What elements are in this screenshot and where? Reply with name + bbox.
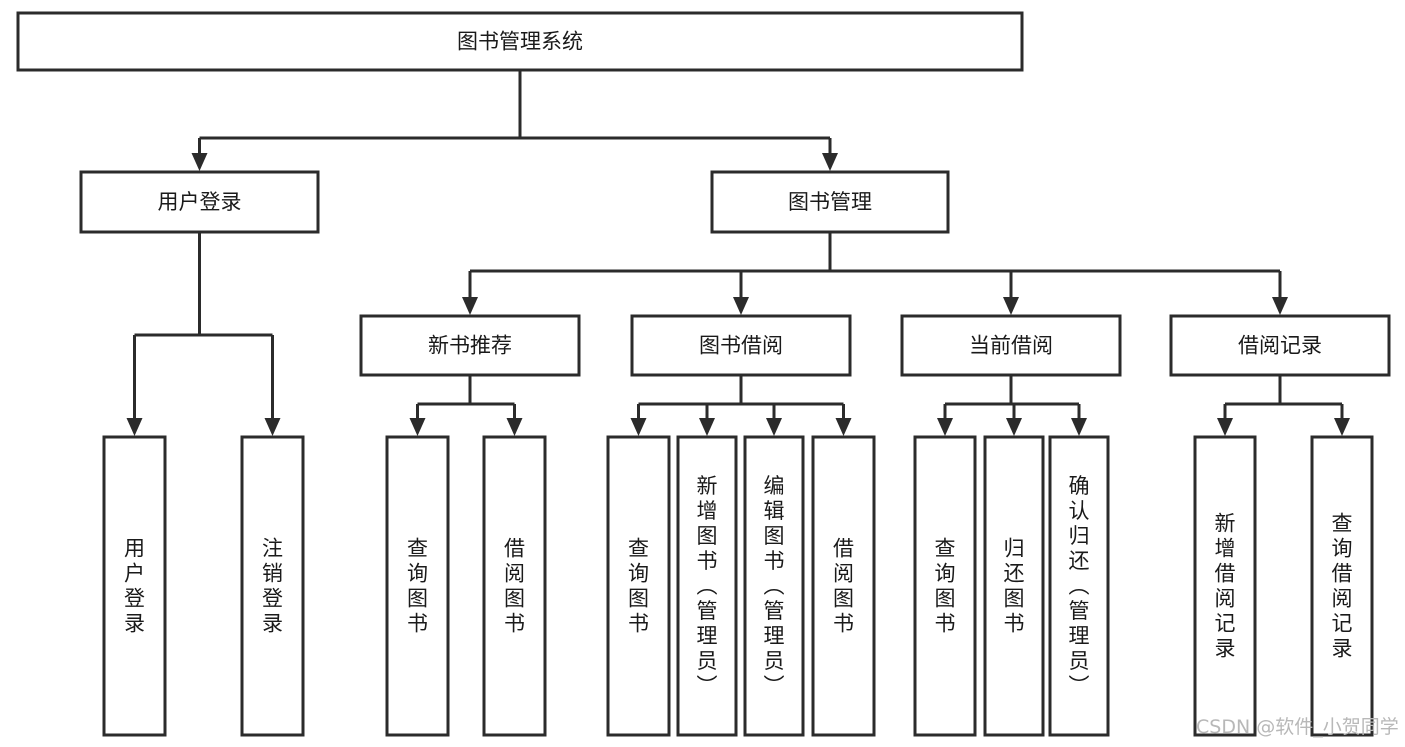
node-current-query-book[interactable]: 查询图书 bbox=[913, 435, 977, 737]
node-box bbox=[811, 435, 876, 737]
node-box bbox=[1193, 435, 1257, 737]
node-label: 当前借阅 bbox=[969, 334, 1053, 358]
node-label: 新书推荐 bbox=[428, 334, 512, 358]
node-label: 图书借阅 bbox=[699, 334, 783, 358]
node-current-borrow[interactable]: 当前借阅 bbox=[900, 314, 1122, 377]
arrow-head-icon bbox=[1334, 418, 1350, 436]
node-label: 借阅图书 bbox=[504, 537, 525, 636]
node-label: 注销登录 bbox=[262, 537, 283, 636]
node-user-login-action[interactable]: 用户登录 bbox=[102, 435, 167, 737]
node-record-add[interactable]: 新增借阅记录 bbox=[1193, 435, 1257, 737]
node-record-query[interactable]: 查询借阅记录 bbox=[1310, 435, 1374, 737]
node-recommend-borrow-book[interactable]: 借阅图书 bbox=[482, 435, 547, 737]
arrow-head-icon bbox=[1071, 418, 1087, 436]
csdn-watermark: CSDN @软件_小贺同学 bbox=[1196, 716, 1399, 738]
node-label: 借阅图书 bbox=[833, 537, 854, 636]
connector-layer bbox=[126, 70, 1350, 436]
node-new-book-recommend[interactable]: 新书推荐 bbox=[359, 314, 581, 377]
node-label: 借阅记录 bbox=[1238, 334, 1322, 358]
node-box bbox=[913, 435, 977, 737]
node-borrow-query-book[interactable]: 查询图书 bbox=[606, 435, 671, 737]
node-label: 用户登录 bbox=[158, 190, 242, 214]
node-box bbox=[16, 11, 1024, 72]
node-label: 编辑图书︵管理员︶ bbox=[764, 474, 785, 698]
arrow-head-icon bbox=[462, 297, 478, 315]
arrow-head-icon bbox=[1006, 418, 1022, 436]
node-box bbox=[1310, 435, 1374, 737]
node-box bbox=[630, 314, 852, 377]
arrow-head-icon bbox=[506, 418, 523, 436]
node-box bbox=[240, 435, 305, 737]
node-label: 用户登录 bbox=[124, 537, 145, 636]
arrow-head-icon bbox=[937, 418, 953, 436]
node-box bbox=[710, 170, 950, 234]
node-layer: 图书管理系统用户登录用户登录注销登录图书管理新书推荐查询图书借阅图书图书借阅查询… bbox=[16, 11, 1391, 737]
arrow-head-icon bbox=[835, 418, 852, 436]
node-label: 归还图书 bbox=[1004, 537, 1025, 636]
node-label: 查询图书 bbox=[407, 537, 428, 636]
arrow-head-icon bbox=[126, 418, 143, 436]
node-book-borrow[interactable]: 图书借阅 bbox=[630, 314, 852, 377]
node-box bbox=[606, 435, 671, 737]
node-book-management[interactable]: 图书管理 bbox=[710, 170, 950, 234]
arrow-head-icon bbox=[699, 418, 715, 436]
node-box bbox=[676, 435, 738, 737]
node-label: 确认归还︵管理员︶ bbox=[1069, 474, 1090, 698]
node-label: 查询图书 bbox=[628, 537, 649, 636]
node-label: 图书管理 bbox=[788, 190, 872, 214]
node-root[interactable]: 图书管理系统 bbox=[16, 11, 1024, 72]
node-box bbox=[482, 435, 547, 737]
node-box bbox=[743, 435, 805, 737]
node-box bbox=[983, 435, 1045, 737]
arrow-head-icon bbox=[1217, 418, 1233, 436]
node-label: 图书管理系统 bbox=[457, 30, 583, 54]
node-user-login[interactable]: 用户登录 bbox=[79, 170, 320, 234]
arrow-head-icon bbox=[1003, 297, 1019, 315]
node-box bbox=[79, 170, 320, 234]
node-current-return-book[interactable]: 归还图书 bbox=[983, 435, 1045, 737]
node-box bbox=[1169, 314, 1391, 377]
node-label: 查询借阅记录 bbox=[1332, 512, 1353, 661]
arrow-head-icon bbox=[264, 418, 281, 436]
node-label: 新增借阅记录 bbox=[1215, 512, 1236, 661]
node-borrow-record[interactable]: 借阅记录 bbox=[1169, 314, 1391, 377]
node-borrow-add-book[interactable]: 新增图书︵管理员︶ bbox=[676, 435, 738, 737]
node-recommend-query-book[interactable]: 查询图书 bbox=[385, 435, 450, 737]
node-box bbox=[102, 435, 167, 737]
arrow-head-icon bbox=[766, 418, 782, 436]
arrow-head-icon bbox=[822, 153, 838, 171]
node-box bbox=[900, 314, 1122, 377]
node-current-confirm-return[interactable]: 确认归还︵管理员︶ bbox=[1048, 435, 1110, 737]
arrow-head-icon bbox=[733, 297, 749, 315]
arrow-head-icon bbox=[630, 418, 647, 436]
node-box bbox=[1048, 435, 1110, 737]
node-box bbox=[385, 435, 450, 737]
node-box bbox=[359, 314, 581, 377]
node-label: 查询图书 bbox=[935, 537, 956, 636]
node-borrow-edit-book[interactable]: 编辑图书︵管理员︶ bbox=[743, 435, 805, 737]
node-user-logout-action[interactable]: 注销登录 bbox=[240, 435, 305, 737]
arrow-head-icon bbox=[191, 153, 208, 171]
node-borrow-borrow-book[interactable]: 借阅图书 bbox=[811, 435, 876, 737]
node-label: 新增图书︵管理员︶ bbox=[697, 474, 718, 698]
arrow-head-icon bbox=[1272, 297, 1288, 315]
arrow-head-icon bbox=[409, 418, 426, 436]
